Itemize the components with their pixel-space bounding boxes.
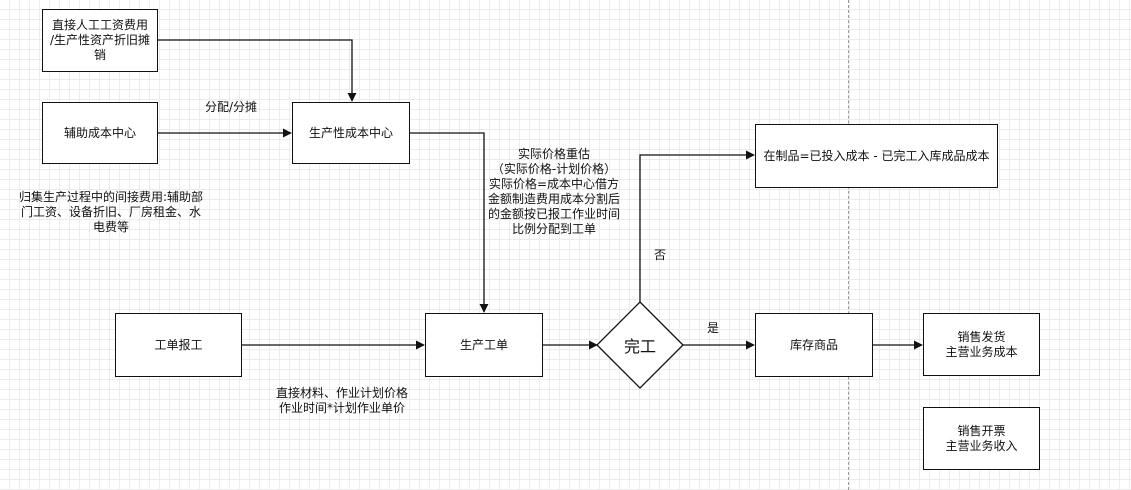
inventory-node: 库存商品 bbox=[755, 313, 873, 377]
edge-complete-no-to-wip bbox=[639, 150, 755, 302]
sales-invoice-node: 销售开票 主营业务收入 bbox=[923, 407, 1040, 470]
work-order-node: 生产工单 bbox=[425, 313, 543, 377]
edge-direct-labor-to-prod-center bbox=[157, 39, 357, 102]
direct-material-label: 直接材料、作业计划价格 作业时间*计划作业单价 bbox=[275, 386, 408, 415]
complete-decision-label: 完工 bbox=[623, 337, 656, 356]
wip-node: 在制品=已投入成本 - 已完工入库成品成本 bbox=[755, 124, 998, 188]
work-order-report-node: 工单报工 bbox=[115, 313, 242, 377]
edge-prod-center-to-work-order bbox=[409, 132, 489, 313]
sales-ship-node: 销售发货 主营业务成本 bbox=[923, 313, 1040, 376]
complete-decision-diamond bbox=[596, 301, 684, 389]
indirect-costs-label: 归集生产过程中的间接费用:辅助部 门工资、设备折旧、厂房租金、水 电费等 bbox=[18, 190, 204, 234]
allocate-label: 分配/分摊 bbox=[204, 100, 258, 114]
revaluation-label: 实际价格重估 （实际价格-计划价格） 实际价格=成本中心借方 金额制造费用成本分… bbox=[487, 147, 620, 236]
no-branch-label: 否 bbox=[653, 248, 666, 262]
yes-branch-label: 是 bbox=[706, 321, 719, 335]
prod-cost-center-node: 生产性成本中心 bbox=[292, 102, 410, 164]
page-boundary bbox=[848, 0, 849, 490]
direct-labor-node: 直接人工工资费用 /生产性资产折旧摊 销 bbox=[42, 9, 158, 72]
aux-cost-center-node: 辅助成本中心 bbox=[42, 102, 158, 164]
